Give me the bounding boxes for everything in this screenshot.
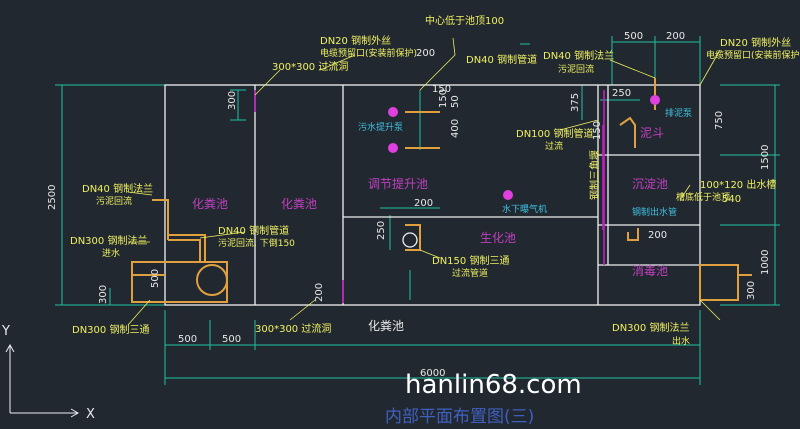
note-dn300-out-1: DN300 钢制法兰 — [612, 321, 689, 334]
chamber-label-sedimentation: 沉淀池 — [632, 177, 668, 191]
chamber-label-septic-2: 化粪池 — [281, 197, 317, 211]
dim-300-top: 300 — [227, 91, 238, 110]
dim-150-left: 150 — [438, 89, 449, 108]
dim-400: 400 — [450, 119, 461, 138]
aerator-label: 水下曝气机 — [502, 203, 547, 215]
dim-200-bottom: 200 — [314, 283, 325, 302]
pump-left-label: 污水提升泵 — [358, 121, 403, 133]
dim-375: 375 — [570, 93, 581, 112]
note-dn20-right-1: DN20 钢制外丝 — [720, 36, 791, 49]
dim-200-right-top: 200 — [666, 31, 685, 42]
note-dn300-in-1: DN300 钢制法兰 — [70, 234, 147, 247]
dim-50: 50 — [450, 95, 461, 108]
ucs-axes-icon — [5, 343, 80, 418]
dim-500-bottom-2: 500 — [222, 334, 241, 345]
dim-250-top: 250 — [612, 88, 631, 99]
outlet-pipe-label: 钢制出水管 — [632, 206, 677, 218]
note-center-pipe: 中心低于池顶100 — [425, 14, 504, 27]
dim-6000: 6000 — [420, 368, 445, 379]
chamber-label-septic-bottom: 化粪池 — [368, 319, 404, 333]
chamber-label-disinfection: 消毒池 — [632, 264, 668, 278]
leader-lines — [127, 37, 721, 326]
note-dn40-left-2: 污泥回流 — [96, 195, 132, 207]
note-dn300-tee: DN300 钢制三通 — [72, 323, 149, 336]
note-dn20-right-2: 电缆预留口(安装前保护) — [706, 49, 800, 61]
note-dn100-1: DN100 钢制管道 — [516, 127, 593, 140]
x-axis-label: X — [86, 407, 95, 422]
dim-150: 150 — [432, 84, 451, 95]
note-dn40-right-2: 污泥回流 — [558, 63, 594, 75]
note-dn100-2: 过流 — [545, 140, 563, 152]
overflow-holes — [254, 90, 605, 303]
note-hole-bottom: 300*300 过流洞 — [255, 322, 331, 335]
dim-500-bottom-1: 500 — [178, 334, 197, 345]
chamber-label-funnel: 泥斗 — [640, 126, 664, 140]
weir-vertical-label: 钢制三角堰 — [588, 150, 601, 200]
note-hole-top: 300*300 过流洞 — [272, 60, 348, 73]
pump-markers — [388, 95, 660, 248]
note-dn300-in-2: 进水 — [102, 247, 120, 259]
tank-walls — [164, 84, 701, 306]
note-dn40-left-1: DN40 钢制法兰 — [82, 182, 153, 195]
dim-1000: 1000 — [760, 250, 771, 275]
chamber-label-bio: 生化池 — [480, 231, 516, 245]
dim-1500: 1500 — [760, 145, 771, 170]
note-weir-2: 槽底低于池顶 — [676, 191, 730, 203]
dim-500-mid: 500 — [150, 269, 161, 288]
note-dn300-out-2: 出水 — [672, 335, 690, 347]
dim-300-right-bottom: 300 — [746, 281, 757, 300]
note-dn150-2: 过流管道 — [452, 267, 488, 279]
dim-250-mid: 250 — [376, 221, 387, 240]
note-dn40-steel-top: DN40 钢制管道 — [466, 53, 537, 66]
dim-200-mid: 200 — [414, 198, 433, 209]
note-dn20-left-1: DN20 钢制外丝 — [320, 34, 391, 47]
dim-2500: 2500 — [47, 185, 58, 210]
chamber-label-septic-1: 化粪池 — [192, 197, 228, 211]
dim-500-top: 500 — [624, 31, 643, 42]
drawing-title: 内部平面布置图(三) — [385, 407, 534, 427]
y-axis-label: Y — [1, 324, 10, 339]
pump-right-label: 排泥泵 — [665, 107, 692, 119]
watermark: hanlin68.com — [405, 370, 582, 400]
note-dn20-left-2: 电缆预留口(安装前保护) — [320, 47, 417, 59]
note-dn40-mid-1: DN40 钢制管道 — [218, 224, 289, 237]
chamber-label-regulating: 调节提升池 — [368, 176, 428, 191]
note-weir-1: 100*120 出水槽 — [700, 178, 776, 191]
dimension-lines — [55, 36, 780, 385]
dim-200-right: 200 — [648, 230, 667, 241]
note-dn150-1: DN150 钢制三通 — [432, 254, 509, 267]
note-dn40-right-1: DN40 钢制法兰 — [543, 49, 614, 62]
pipes — [131, 78, 752, 303]
dim-750: 750 — [714, 111, 725, 130]
dim-300-bottom: 300 — [98, 285, 109, 304]
dim-150-right: 150 — [592, 121, 603, 140]
note-dn40-mid-2: 污泥回流, 下倒150 — [218, 237, 295, 249]
dim-200-center: 200 — [416, 48, 435, 59]
dim-540: 540 — [722, 194, 741, 205]
